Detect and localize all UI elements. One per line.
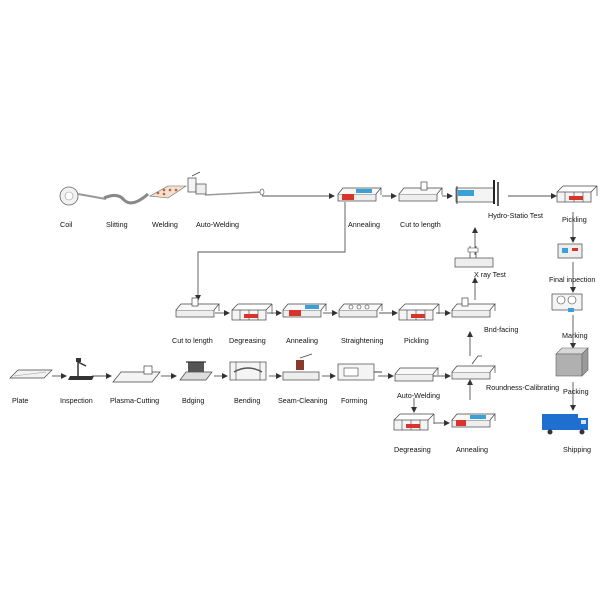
- label-end-facing: Bnd-facing: [484, 325, 518, 334]
- label-pickling-right: Pickling: [562, 215, 587, 224]
- label-annealing-mid: Annealing: [286, 336, 318, 345]
- label-marking: Marking: [562, 331, 588, 340]
- label-degreasing-low: Degreasing: [394, 445, 431, 454]
- shipping-truck: [542, 414, 588, 435]
- packing-boxes: [555, 347, 589, 377]
- label-slitting: Slitting: [106, 220, 128, 229]
- label-packing: Packing: [563, 387, 589, 396]
- label-seam-cleaning: Seam-Cleaning: [278, 396, 328, 405]
- slitting-machine: [103, 192, 149, 205]
- label-bending: Bending: [234, 396, 260, 405]
- label-inspection: Inspection: [60, 396, 93, 405]
- auto-welding-top-machine: [187, 171, 207, 195]
- connectors: [52, 188, 576, 426]
- plasma-cutting-machine: [112, 365, 161, 383]
- end-facing-machine: [451, 297, 496, 318]
- roundness-calibrating-machine: [451, 355, 496, 380]
- label-pickling-mid: Pickling: [404, 336, 429, 345]
- pickling-mid-machine: [398, 303, 440, 321]
- label-plasma-cutting: Plasma-Cutting: [110, 396, 159, 405]
- label-hydro-static-test: Hydro-Statio Test: [488, 211, 543, 220]
- label-edging: Bdging: [182, 396, 204, 405]
- inspection-machine: [68, 358, 94, 380]
- marking-machine: [551, 293, 583, 312]
- label-auto-welding-low: Auto-Welding: [397, 391, 440, 400]
- label-straightening: Straightening: [341, 336, 383, 345]
- label-plate: Plate: [12, 396, 28, 405]
- x-ray-test-machine: [454, 246, 494, 268]
- label-welding: Welding: [152, 220, 178, 229]
- hydro-static-test-machine: [455, 180, 499, 206]
- label-cut-to-length-mid: Cut to length: [172, 336, 213, 345]
- degreasing-mid-machine: [231, 303, 273, 321]
- straightening-machine: [338, 303, 383, 318]
- pickling-right-machine: [556, 185, 598, 203]
- station-labels: Coil Slitting Welding Auto-Welding Annea…: [12, 211, 595, 454]
- cut-to-length-top-machine: [398, 181, 443, 202]
- label-annealing-top: Annealing: [348, 220, 380, 229]
- degreasing-low-machine: [393, 413, 435, 431]
- auto-welding-low-machine: [394, 367, 439, 382]
- annealing-top-machine: [337, 187, 382, 202]
- annealing-low-machine: [451, 413, 496, 428]
- annealing-mid-machine: [282, 303, 327, 318]
- label-cut-to-length-top: Cut to length: [400, 220, 441, 229]
- edging-machine: [179, 361, 213, 381]
- final-inspection-machine: [557, 243, 583, 259]
- seam-cleaning-machine: [282, 353, 320, 381]
- cut-to-length-mid-machine: [175, 297, 220, 318]
- welding-machine: [149, 185, 187, 199]
- label-shipping: Shipping: [563, 445, 591, 454]
- label-forming: Forming: [341, 396, 367, 405]
- coil-machine: [59, 186, 107, 206]
- bending-machine: [229, 361, 267, 381]
- label-auto-welding-top: Auto-Welding: [196, 220, 239, 229]
- plate-machine: [9, 369, 53, 379]
- label-final-inspection: Final inpection: [549, 275, 595, 284]
- label-coil: Coil: [60, 220, 73, 229]
- label-annealing-low: Annealing: [456, 445, 488, 454]
- label-x-ray-test: X ray Test: [474, 270, 506, 279]
- label-roundness-calibrating: Roundness-Calibrating: [486, 383, 559, 392]
- forming-machine: [337, 363, 382, 381]
- label-degreasing-mid: Degreasing: [229, 336, 266, 345]
